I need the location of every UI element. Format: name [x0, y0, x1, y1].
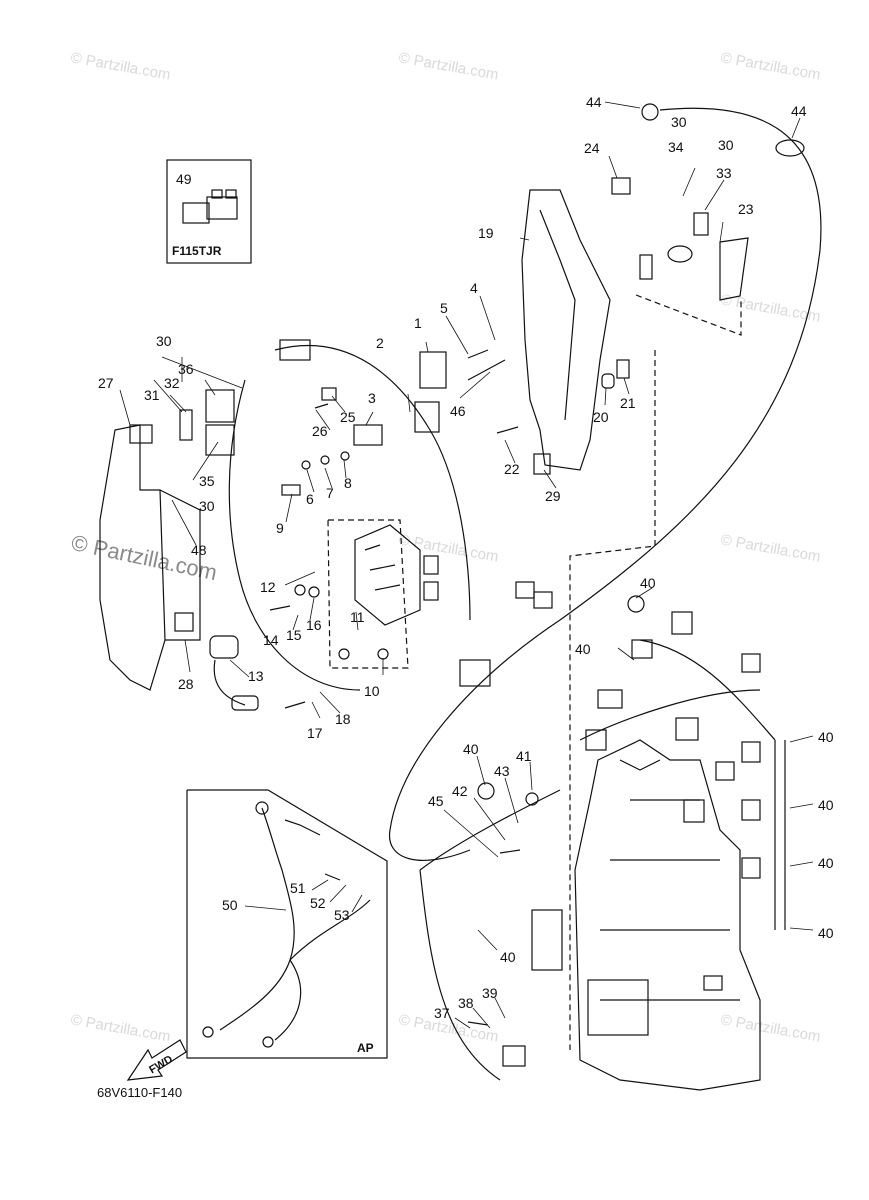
callout-52: 52 [310, 895, 326, 911]
inset-part-49-label: 49 [176, 171, 192, 187]
callout-32: 32 [164, 375, 180, 391]
callout-30: 30 [156, 333, 172, 349]
callout-27: 27 [98, 375, 114, 391]
callout-30: 30 [671, 114, 687, 130]
callout-35: 35 [199, 473, 215, 489]
callout-24: 24 [584, 140, 600, 156]
callout-13: 13 [248, 668, 264, 684]
callout-12: 12 [260, 579, 276, 595]
callout-14: 14 [263, 632, 279, 648]
inset-model-label: F115TJR [172, 244, 222, 258]
harness-branch [639, 639, 776, 741]
callout-51: 51 [290, 880, 306, 896]
harness-center [274, 344, 471, 621]
callout-38: 38 [458, 995, 474, 1011]
callout-25: 25 [340, 409, 356, 425]
harness-right [774, 740, 786, 930]
callout-16: 16 [306, 617, 322, 633]
callout-19: 19 [478, 225, 494, 241]
part-49-connector [182, 189, 238, 224]
callout-15: 15 [286, 627, 302, 643]
callout-31: 31 [144, 387, 160, 403]
callout-22: 22 [504, 461, 520, 477]
callout-40: 40 [463, 741, 479, 757]
inset-box-ap [186, 789, 388, 1059]
misc-components [129, 103, 805, 1067]
callout-26: 26 [312, 423, 328, 439]
callout-44: 44 [586, 94, 602, 110]
callout-6: 6 [306, 491, 314, 507]
callout-45: 45 [428, 793, 444, 809]
callout-33: 33 [716, 165, 732, 181]
engine-block [574, 739, 761, 1091]
dashed-boundaries [327, 294, 742, 1050]
callout-40: 40 [818, 855, 834, 871]
callout-30: 30 [199, 498, 215, 514]
harness-main [419, 789, 561, 1081]
callout-11: 11 [350, 609, 365, 625]
callout-7: 7 [326, 485, 334, 501]
harness-left [228, 379, 361, 691]
callout-21: 21 [620, 395, 636, 411]
callout-29: 29 [545, 488, 561, 504]
callout-44: 44 [791, 103, 807, 119]
callout-46: 46 [450, 403, 466, 419]
callout-8: 8 [344, 475, 352, 491]
harness-loop [389, 107, 822, 861]
part-code: 68V6110-F140 [97, 1085, 182, 1100]
inset-box-f115tjr [166, 159, 252, 264]
callout-37: 37 [434, 1005, 450, 1021]
callout-50: 50 [222, 897, 238, 913]
callout-42: 42 [452, 783, 468, 799]
sensor-13 [209, 635, 259, 711]
callout-10: 10 [364, 683, 380, 699]
callout-5: 5 [440, 300, 448, 316]
callout-23: 23 [738, 201, 754, 217]
callout-2: 2 [376, 335, 384, 351]
leader-lines [119, 101, 814, 1029]
callout-34: 34 [668, 139, 684, 155]
harness-branch [579, 689, 761, 741]
callout-1: 1 [414, 315, 422, 331]
callout-40: 40 [640, 575, 656, 591]
callout-40: 40 [818, 925, 834, 941]
callout-41: 41 [516, 748, 532, 764]
fwd-arrow [126, 1039, 187, 1081]
callout-4: 4 [470, 280, 478, 296]
callout-40: 40 [818, 797, 834, 813]
callout-28: 28 [178, 676, 194, 692]
callout-40: 40 [500, 949, 516, 965]
callout-30: 30 [718, 137, 734, 153]
callout-48: 48 [191, 542, 207, 558]
cable-50 [202, 801, 371, 1048]
callout-18: 18 [335, 711, 351, 727]
callout-3: 3 [368, 390, 376, 406]
callout-9: 9 [276, 520, 284, 536]
cover-27 [99, 424, 201, 691]
callout-40: 40 [575, 641, 591, 657]
bolts [269, 349, 521, 1026]
callout-40: 40 [818, 729, 834, 745]
callout-39: 39 [482, 985, 498, 1001]
inset-ap-label: AP [357, 1041, 374, 1055]
callout-43: 43 [494, 763, 510, 779]
callout-20: 20 [593, 409, 609, 425]
callout-36: 36 [178, 361, 194, 377]
rectifier-regulator [354, 524, 421, 626]
callout-53: 53 [334, 907, 350, 923]
bracket-19 [521, 189, 611, 471]
callout-17: 17 [307, 725, 323, 741]
